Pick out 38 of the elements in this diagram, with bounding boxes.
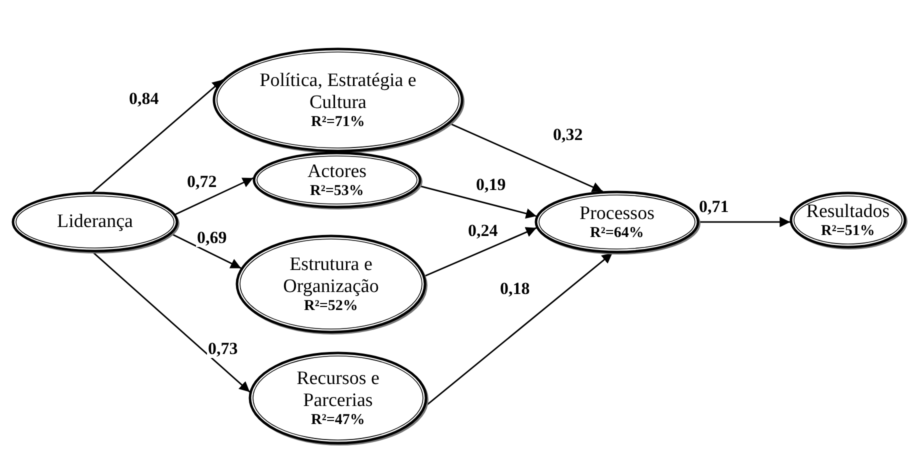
ellipse-node bbox=[236, 235, 426, 333]
path-coefficient: 0,24 bbox=[467, 222, 499, 240]
node-name: Recursos e Parcerias bbox=[296, 368, 380, 412]
node-name: Estrutura e Organização bbox=[282, 254, 380, 298]
arrow bbox=[92, 251, 250, 393]
arrow bbox=[92, 79, 224, 193]
ellipse-node bbox=[535, 191, 699, 253]
node-name: Actores bbox=[307, 161, 367, 183]
arrow bbox=[425, 252, 613, 407]
ellipse-node bbox=[249, 352, 427, 444]
path-coefficient: 0,72 bbox=[186, 173, 218, 191]
path-coefficient: 0,19 bbox=[475, 176, 507, 194]
node-name: Liderança bbox=[57, 211, 133, 233]
path-coefficient: 0,32 bbox=[552, 126, 584, 144]
node-name: Resultados bbox=[806, 201, 890, 223]
arrow bbox=[418, 185, 537, 219]
arrow bbox=[174, 177, 254, 216]
node-name: Política, Estratégia e Cultura bbox=[258, 70, 418, 114]
ellipse-node bbox=[12, 192, 178, 252]
r-squared-value: R²=53% bbox=[310, 183, 364, 199]
path-coefficient: 0,69 bbox=[196, 229, 228, 247]
ellipse-node bbox=[213, 48, 463, 152]
path-coefficient: 0,18 bbox=[499, 280, 531, 298]
path-coefficient: 0,73 bbox=[207, 340, 239, 358]
path-coefficient: 0,84 bbox=[128, 90, 160, 108]
arrow bbox=[424, 227, 537, 277]
r-squared-value: R²=52% bbox=[304, 298, 358, 314]
r-squared-value: R²=47% bbox=[311, 412, 365, 428]
node-name: Processos bbox=[580, 203, 654, 225]
ellipse-node bbox=[253, 152, 421, 208]
arrow bbox=[170, 233, 242, 269]
r-squared-value: R²=71% bbox=[311, 114, 365, 130]
ellipse-node bbox=[790, 192, 906, 248]
r-squared-value: R²=64% bbox=[590, 225, 644, 241]
r-squared-value: R²=51% bbox=[821, 223, 875, 239]
path-coefficient: 0,71 bbox=[698, 198, 730, 216]
arrow bbox=[699, 216, 790, 228]
arrow bbox=[449, 122, 603, 192]
